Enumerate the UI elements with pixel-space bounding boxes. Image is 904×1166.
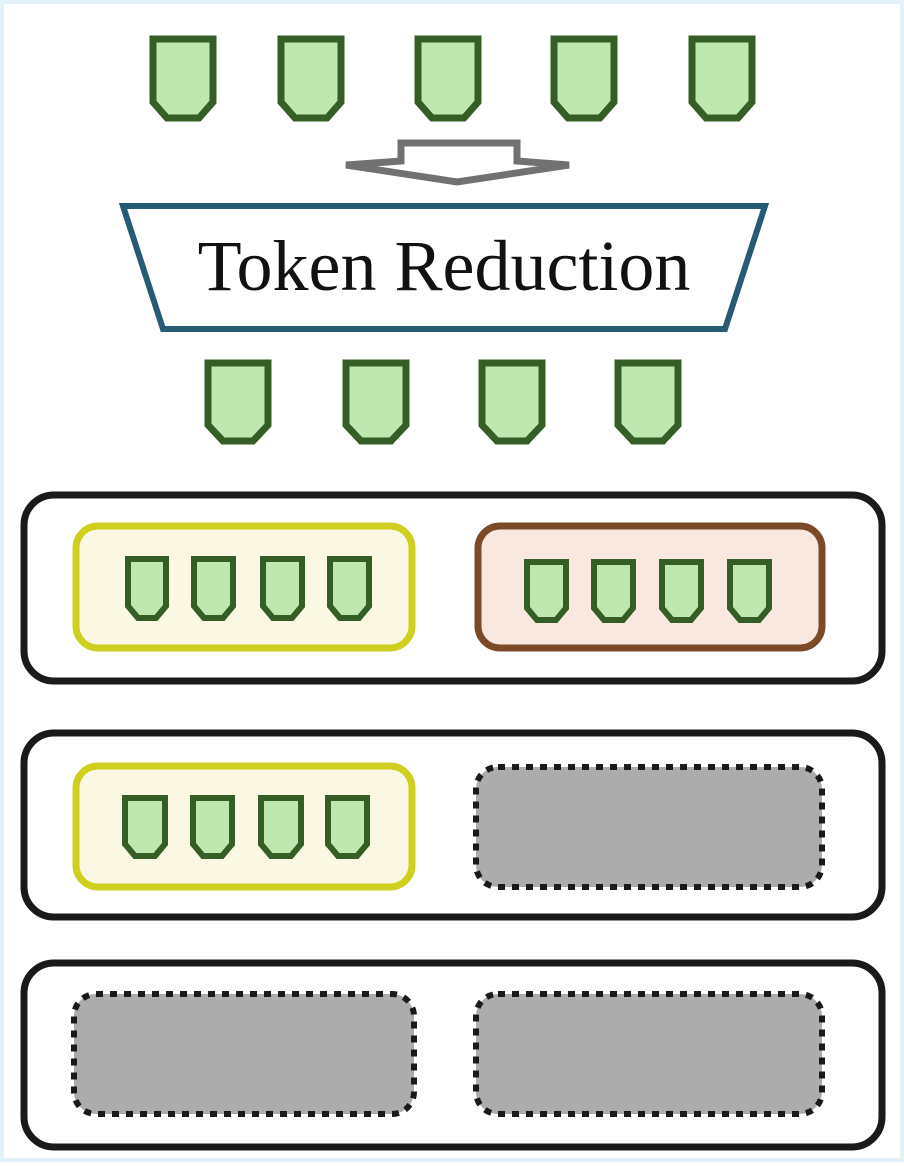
placeholder-slot [473, 991, 825, 1117]
small-token [258, 795, 304, 859]
small-token [727, 559, 772, 623]
batch-row-3 [20, 959, 886, 1151]
token-reduction-block: Token Reduction [118, 203, 770, 332]
small-token [325, 795, 370, 859]
input-token [414, 35, 482, 122]
small-token [591, 559, 636, 623]
token-reduction-trapezoid [118, 203, 770, 332]
token-reduction-diagram: Token Reduction [20, 35, 886, 1151]
small-token [327, 556, 372, 621]
batch-row-1 [20, 491, 886, 685]
input-token [149, 35, 217, 122]
input-token [550, 35, 618, 122]
output-token [478, 359, 546, 445]
input-token [277, 35, 345, 122]
input-token [688, 35, 756, 122]
token-reduction-label: Token Reduction [198, 226, 691, 306]
output-token [342, 359, 410, 445]
small-token [659, 559, 704, 623]
placeholder-slot [71, 991, 417, 1117]
small-token [125, 556, 169, 621]
small-token [260, 556, 305, 621]
output-token [614, 359, 682, 445]
small-token [190, 795, 235, 859]
small-token [122, 795, 168, 859]
output-token [204, 359, 272, 445]
small-token [524, 559, 569, 623]
small-token [191, 556, 236, 621]
batch-row-2 [20, 729, 886, 921]
input-tokens [149, 35, 756, 122]
placeholder-slot [473, 764, 825, 890]
down-arrow-icon [345, 139, 570, 186]
output-tokens [204, 359, 682, 445]
